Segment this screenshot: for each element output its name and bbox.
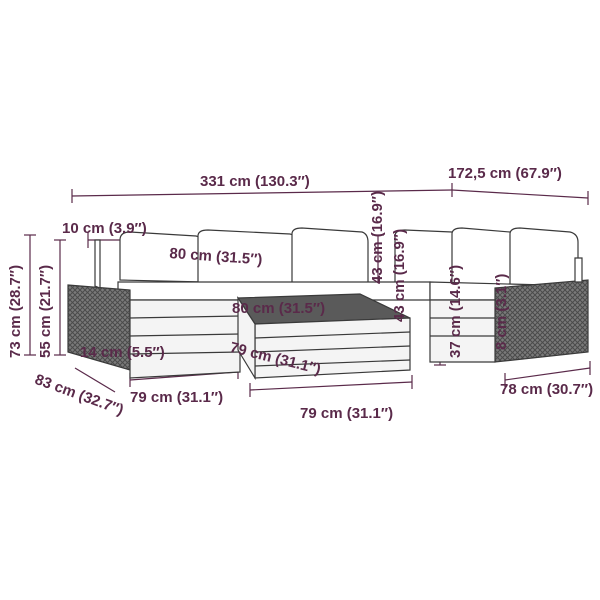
coffee-table [236,293,411,381]
armrest-width-label: 10 cm (3.9″) [62,220,147,237]
leg-gap-label: 8 cm (3.1″) [493,273,510,350]
total-height-label: 73 cm (28.7″) [7,264,24,358]
corner-width-label: 172,5 cm (67.9″) [448,165,562,182]
module-width-label: 79 cm (31.1″) [130,389,224,406]
module-depth-label: 80 cm (31.5″) [232,300,326,317]
total-width-label: 331 cm (130.3″) [200,173,310,190]
seat-height-label: 55 cm (21.7″) [37,264,54,358]
table-width-label: 79 cm (31.1″) [300,405,394,422]
table-height-inner-label: 43 cm (16.9″) [391,228,408,322]
cushion-height-label: 43 cm (16.9″) [369,190,386,284]
back-cushions [119,227,579,287]
backrest-thickness-label: 14 cm (5.5″) [80,344,165,361]
right-rattan-armrest [494,257,589,363]
wood-modules [129,299,496,379]
side-depth-label: 78 cm (30.7″) [500,381,594,398]
table-height-label: 37 cm (14.6″) [447,264,464,358]
